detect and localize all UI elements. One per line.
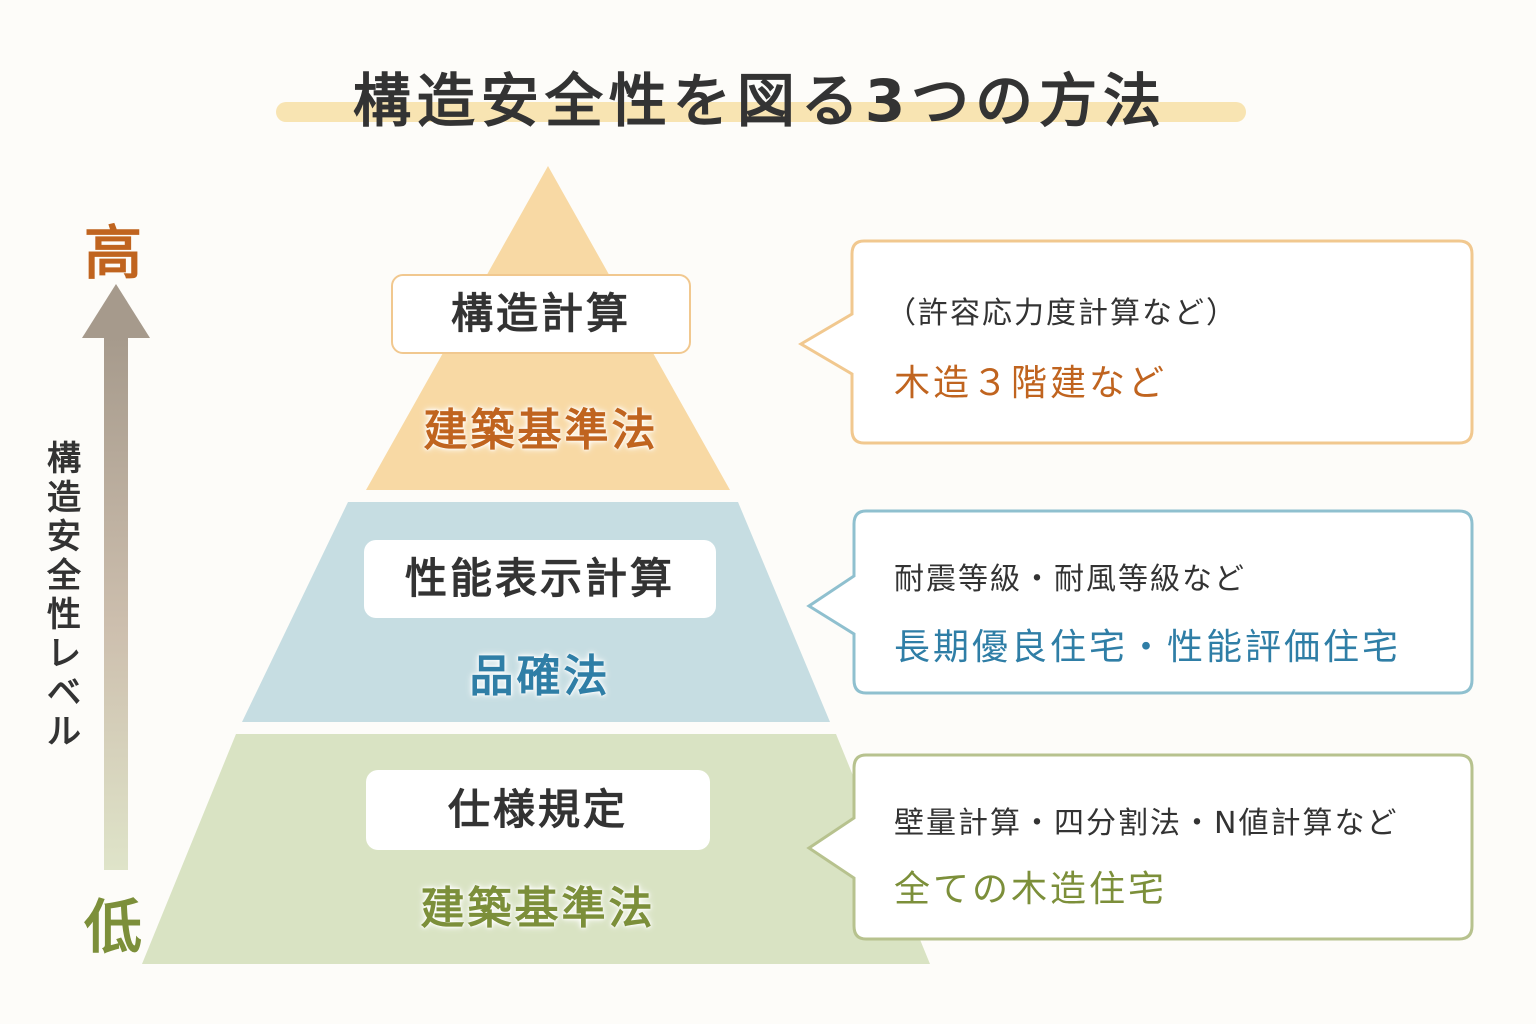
callout-example: 全ての木造住宅: [894, 869, 1168, 910]
callout-top: （許容応力度計算など） 木造３階建など: [798, 238, 1476, 446]
law-label-bottom: 建築基準法: [420, 883, 656, 934]
title-area: 構造安全性を図る3つの方法: [270, 40, 1250, 140]
method-label: 仕様規定: [447, 785, 628, 834]
axis-low-label: 低: [84, 893, 143, 961]
callout-frame: [798, 239, 1474, 445]
method-box-structural-calc: 構造計算: [391, 274, 691, 354]
callout-middle: 耐震等級・耐風等級など 長期優良住宅・性能評価住宅: [806, 508, 1476, 698]
callout-description: 耐震等級・耐風等級など: [894, 562, 1246, 597]
title-highlight: [276, 102, 1246, 122]
callout-example: 木造３階建など: [894, 363, 1168, 404]
axis-high-label: 高: [84, 219, 143, 287]
callout-bottom: 壁量計算・四分割法・N値計算など 全ての木造住宅: [806, 752, 1476, 944]
callout-description: 壁量計算・四分割法・N値計算など: [894, 806, 1399, 841]
method-box-performance-calc: 性能表示計算: [364, 540, 716, 618]
method-label: 性能表示計算: [404, 554, 675, 603]
callout-example: 長期優良住宅・性能評価住宅: [894, 627, 1402, 668]
method-box-spec-rules: 仕様規定: [366, 770, 710, 850]
method-label: 構造計算: [450, 289, 631, 338]
callout-frame: [806, 509, 1474, 695]
page-title: 構造安全性を図る3つの方法: [352, 67, 1168, 135]
axis-arrow-icon: [82, 284, 150, 870]
callout-description: （許容応力度計算など）: [886, 296, 1238, 331]
law-label-middle: 品確法: [469, 651, 611, 702]
axis-title: 構造安全性レベル: [47, 439, 81, 752]
callout-frame: [806, 753, 1474, 941]
law-label-top: 建築基準法: [423, 405, 659, 456]
